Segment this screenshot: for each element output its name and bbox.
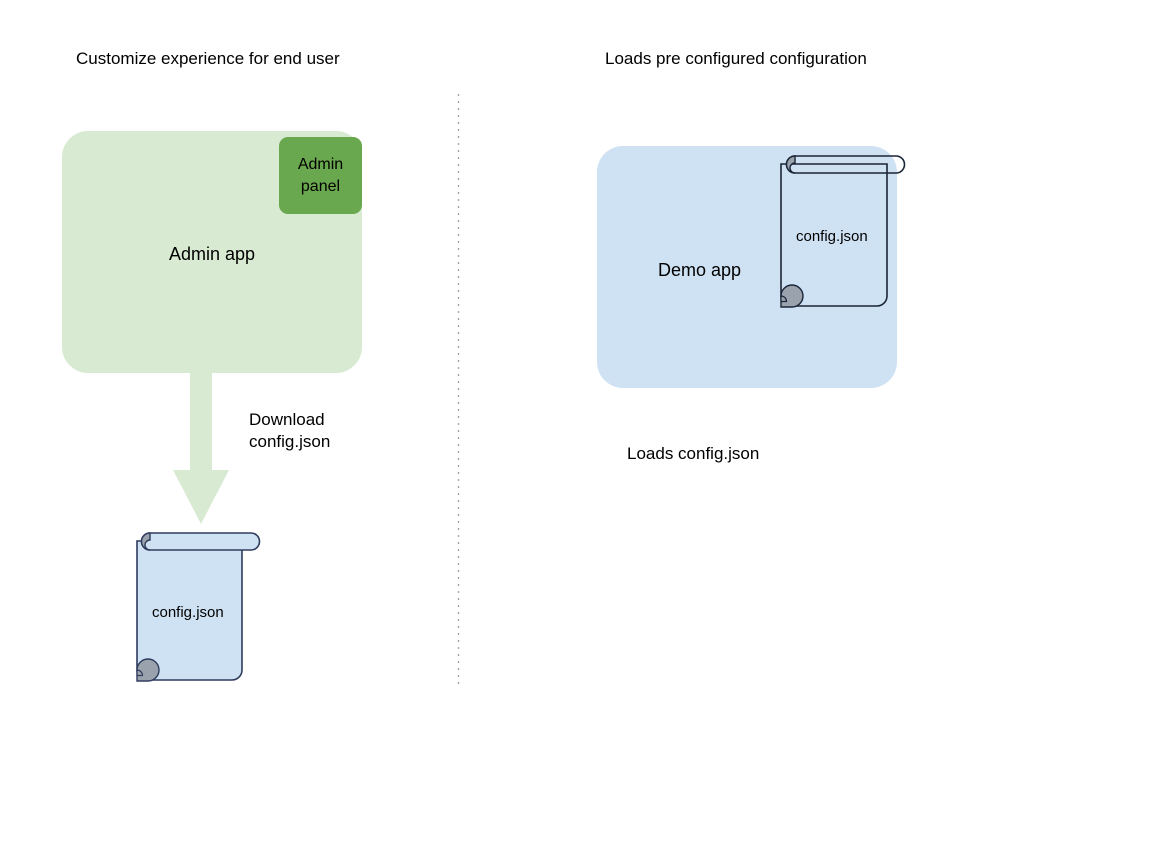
download-arrow-icon xyxy=(173,360,229,524)
scroll-bottom-curl-inner xyxy=(136,669,144,677)
right-section-title: Loads pre configured configuration xyxy=(605,49,867,68)
scroll-top-roll xyxy=(140,532,261,551)
scroll-top-curl xyxy=(140,532,151,551)
right-config-label: config.json xyxy=(796,228,868,245)
demo-app-label: Demo app xyxy=(657,260,742,280)
left-config-label: config.json xyxy=(152,604,224,621)
loads-config-label: Loads config.json xyxy=(627,444,760,463)
left-section-title: Customize experience for end user xyxy=(76,49,340,68)
scroll-bottom-curl xyxy=(136,658,160,682)
admin-app-label: Admin app xyxy=(168,244,256,264)
